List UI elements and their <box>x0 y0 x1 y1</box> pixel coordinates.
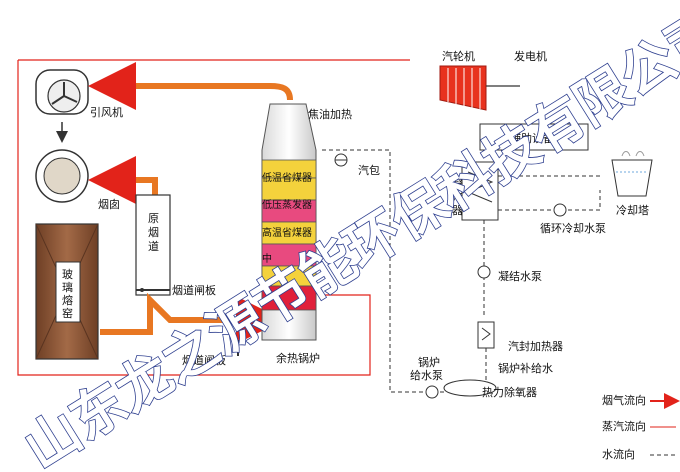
turbine-icon <box>439 65 487 111</box>
cooling-loop <box>498 175 601 211</box>
aux-equipment-label: 辅助设备 <box>510 131 554 145</box>
bottom-flue-gate-label: 烟道闸板 <box>182 353 226 367</box>
flue-gate-label: 烟道闸板 <box>172 283 216 297</box>
fan-label: 引风机 <box>90 105 123 119</box>
original-flue-label: 原烟道 <box>148 212 159 253</box>
turbine-label: 汽轮机 <box>442 49 475 63</box>
drum-label: 汽包 <box>358 163 380 177</box>
lp-economizer-label: 低温省煤器 <box>262 171 312 184</box>
watermark: 山东龙之源节能环保科技有限公司 <box>14 0 680 472</box>
cooling-tower-icon <box>611 151 653 197</box>
legend-flue-gas: 烟气流向 <box>602 393 646 407</box>
tower-to-fan-flow <box>88 62 293 110</box>
deaerator-icon <box>443 379 497 397</box>
steam-line-tower <box>322 294 371 310</box>
condenser-box <box>461 161 499 221</box>
makeup-water-label: 锅炉补给水 <box>498 362 553 375</box>
original-flue <box>135 194 171 296</box>
condensate-pump-label: 凝结水泵 <box>498 269 542 283</box>
chimney-label: 烟囱 <box>98 197 120 211</box>
fan-icon <box>35 69 89 115</box>
chimney-icon <box>35 149 89 203</box>
glass-furnace <box>35 223 99 360</box>
water-line-tower <box>322 149 391 310</box>
steam-line-outer <box>17 59 410 376</box>
feed-pump-icon <box>425 385 439 399</box>
seal-heater-icon <box>477 321 495 349</box>
generator-label: 发电机 <box>514 49 547 63</box>
feed-pump-label: 锅炉给水泵 <box>410 356 443 382</box>
condenser-label: 凝汽器 <box>452 177 463 217</box>
cooling-pump-icon <box>553 203 567 217</box>
whb-label: 余热锅炉 <box>276 351 320 365</box>
seal-heater-label: 汽封加热器 <box>508 339 563 353</box>
flue-to-chimney-flow <box>88 156 158 204</box>
legend-steam: 蒸汽流向 <box>602 419 646 433</box>
lp-evaporator-label: 低压蒸发器 <box>262 198 312 211</box>
legend-water: 水流向 <box>602 447 635 461</box>
whb-tower <box>261 103 317 341</box>
legend: 烟气流向 蒸汽流向 水流向 <box>602 393 680 461</box>
aux-equipment-box <box>479 123 589 151</box>
hp-economizer-label: 高温省煤器 <box>262 226 312 239</box>
deaerator-label: 热力除氧器 <box>482 385 537 399</box>
cooling-tower-label: 冷却塔 <box>616 204 649 217</box>
tar-heating-label: 焦油加热 <box>308 107 352 121</box>
flue-gate-pivot <box>140 288 144 292</box>
condensate-pump-icon <box>477 265 491 279</box>
cooling-pump-label: 循环冷却水泵 <box>540 222 606 235</box>
glass-furnace-label: 玻璃熔窑 <box>62 268 73 320</box>
mid-section-label: 中 <box>262 252 272 265</box>
